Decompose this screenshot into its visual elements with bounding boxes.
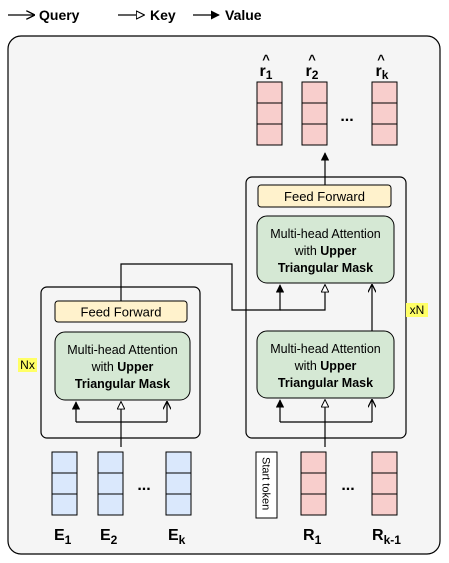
input-vector-e2 [97,451,124,516]
output-label-r2-hat-accent: ^ [308,52,316,67]
start-token-label: Start token [260,457,272,510]
encoder-to-decoder-value-arrow [120,263,285,311]
decoder-cross-attention-line1: Multi-head Attention [270,227,381,241]
input-vector-r1 [300,451,327,516]
decoder-self-attention-box [256,330,395,399]
decoder-cross-attention-line2: with Upper [294,244,357,258]
input-label-ek: Ek [168,527,186,547]
output-label-r1-hat-accent: ^ [262,52,270,67]
decoder-cross-attention-line3: Triangular Mask [278,261,373,275]
input-vector-ek [165,451,192,516]
output-vector-r1-hat [256,81,283,146]
decoder-self-attention-line3: Triangular Mask [278,376,373,390]
decoder-repeat-label: xN [410,303,425,317]
legend-query-label: Query [39,7,80,23]
legend-value-label: Value [225,7,262,23]
encoder-attention-line2: with Upper [91,360,154,374]
legend-key-label: Key [150,7,176,23]
encoder-feed-forward-label: Feed Forward [81,305,162,320]
decoder-input-ellipsis: ... [341,477,354,494]
output-vector-r2-hat [301,81,328,146]
input-vector-rk-1 [371,451,398,516]
input-vector-e1 [51,451,78,516]
decoder-feed-forward-label: Feed Forward [284,189,365,204]
decoder-cross-attention-box [256,215,395,284]
encoder-block: Nx Feed Forward Multi-head Attention wit… [18,286,201,447]
decoder-self-attention-line1: Multi-head Attention [270,342,381,356]
encoder-attention-line3: Triangular Mask [75,377,170,391]
output-ellipsis: ... [340,108,353,125]
encoder-attention-box [54,331,191,401]
output-vectors: ... ^ r1 ^ r2 ^ rk [256,52,398,146]
encoder-input-vectors: ... E1 E2 Ek [51,451,192,547]
input-label-e2: E2 [100,527,118,547]
decoder-repeat-badge [406,303,428,317]
decoder-self-attention-line2: with Upper [294,359,357,373]
encoder-to-decoder-key-arrow [280,285,325,311]
legend: Query Key Value [8,7,262,23]
decoder-input-vectors: Start token ... R1 Rk-1 [255,451,401,547]
encoder-attention-line1: Multi-head Attention [67,343,178,357]
output-label-rk-hat: rk [376,63,389,82]
output-label-r2-hat: r2 [306,63,319,82]
input-label-r1: R1 [303,527,322,547]
output-label-rk-hat-accent: ^ [377,52,385,67]
decoder-block: xN Feed Forward Multi-head Attention wit… [120,152,428,447]
encoder-input-ellipsis: ... [137,477,150,494]
input-label-e1: E1 [54,527,72,547]
input-label-rk-1: Rk-1 [372,527,401,547]
output-label-r1-hat: r1 [260,63,273,82]
output-vector-rk-hat [371,81,398,146]
encoder-repeat-badge [18,358,37,372]
encoder-repeat-label: Nx [20,358,35,372]
start-token-box [255,451,278,519]
